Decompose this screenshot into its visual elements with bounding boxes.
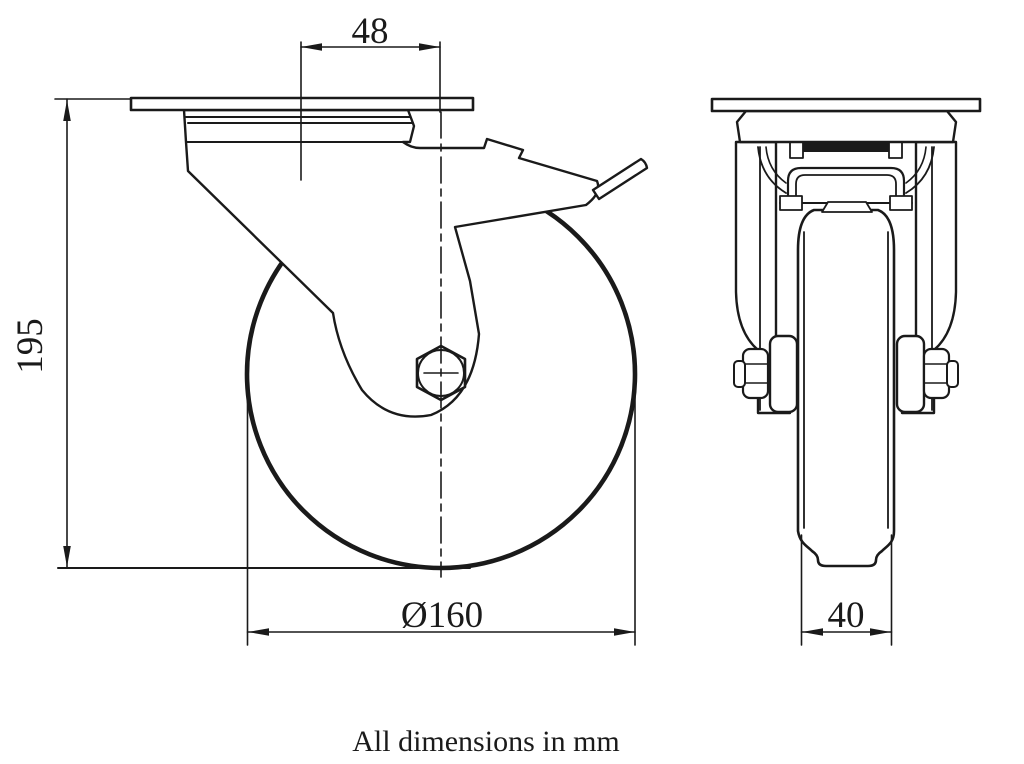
- mounting-plate-front: [710, 97, 982, 113]
- dimension-160-label: Ø160: [401, 595, 483, 636]
- wheel-front-outline: [796, 208, 896, 568]
- side-view: [57, 96, 649, 578]
- dimensions-note: All dimensions in mm: [352, 725, 620, 758]
- hub-right: [895, 334, 926, 414]
- mounting-plate-side: [129, 96, 475, 112]
- arrow-right: [870, 628, 891, 636]
- dimension-195: [54, 98, 132, 569]
- brake-lever: [591, 157, 649, 201]
- dimension-40-label: 40: [828, 595, 865, 636]
- arrow-left: [301, 43, 322, 51]
- axle-nut-left: [733, 347, 770, 400]
- dimension-48-label: 48: [352, 11, 389, 52]
- dimension-160: [246, 373, 636, 646]
- arrow-up: [63, 100, 71, 121]
- dimension-48: [300, 41, 441, 181]
- arrow-right: [419, 43, 440, 51]
- hub-left: [768, 334, 799, 414]
- arrow-down: [63, 546, 71, 567]
- fork-silhouette: [182, 108, 600, 418]
- axle-nut-right: [922, 347, 959, 400]
- dimensions: [54, 41, 893, 646]
- swivel-band-front: [735, 109, 958, 144]
- arrow-left: [802, 628, 823, 636]
- brake-assembly-front: [757, 140, 935, 213]
- arrow-right: [614, 628, 635, 636]
- dimension-195-label: 195: [10, 318, 51, 374]
- front-view: [710, 97, 982, 568]
- brake-bar: [803, 143, 889, 152]
- dimension-40: [800, 534, 893, 646]
- arrow-left: [248, 628, 269, 636]
